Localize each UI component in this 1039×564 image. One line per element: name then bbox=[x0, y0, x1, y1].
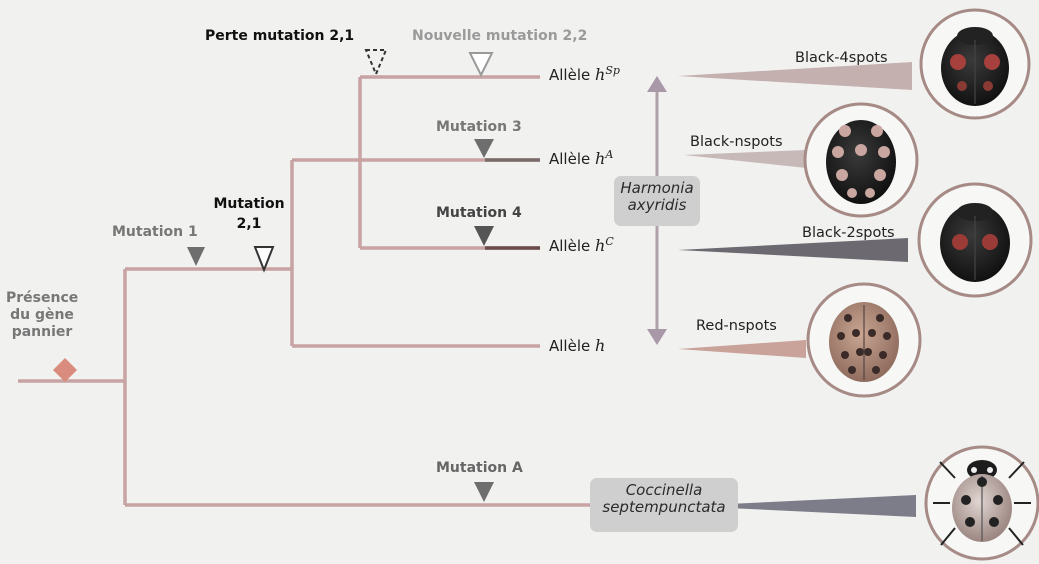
phenotype-black4-label: Black-4spots bbox=[795, 50, 888, 66]
loss-21-arrow bbox=[364, 49, 388, 77]
root-label: Présence du gène pannier bbox=[6, 290, 78, 340]
allele-prefix: Allèle bbox=[549, 237, 591, 255]
allele-symbol: h bbox=[595, 236, 606, 255]
wedge-black4 bbox=[678, 62, 912, 90]
ladybird-coccinella-image bbox=[924, 445, 1039, 561]
phenotype-redn-label: Red-nspots bbox=[696, 318, 777, 334]
mutation-1-label: Mutation 1 bbox=[112, 224, 198, 240]
mutation-4-label: Mutation 4 bbox=[436, 205, 522, 221]
allele-h-label: Allèle h bbox=[549, 336, 605, 355]
ladybird-black4-image bbox=[919, 8, 1031, 120]
mutation-21-label-line2: 2,1 bbox=[237, 216, 262, 232]
allele-superscript-sp: Sp bbox=[605, 64, 620, 77]
species-harmonia-line1: Harmonia bbox=[620, 179, 694, 197]
allele-superscript-a: A bbox=[605, 148, 614, 161]
mutation-a-arrow bbox=[474, 482, 494, 502]
mutation-3-label: Mutation 3 bbox=[436, 119, 522, 135]
new-22-label: Nouvelle mutation 2,2 bbox=[412, 28, 587, 44]
allele-symbol: h bbox=[595, 149, 606, 168]
new-22-arrow bbox=[468, 52, 494, 78]
phenotype-blackn-label: Black-nspots bbox=[690, 134, 783, 150]
species-coccinella-line2: septempunctata bbox=[602, 497, 726, 516]
ladybird-blackn-image bbox=[803, 102, 919, 218]
allele-hsp-label: Allèle hSp bbox=[549, 64, 620, 84]
root-label-line3: pannier bbox=[11, 323, 73, 340]
allele-symbol: h bbox=[595, 336, 606, 355]
wedge-blackn bbox=[684, 150, 806, 168]
mutation-4-arrow bbox=[474, 226, 494, 246]
wedge-coccinella bbox=[686, 495, 916, 517]
ladybird-black2-image bbox=[917, 182, 1033, 298]
allele-prefix: Allèle bbox=[549, 337, 591, 355]
species-coccinella-line1: Coccinella bbox=[625, 481, 703, 499]
species-coccinella-box: Coccinella septempunctata bbox=[590, 478, 738, 532]
allele-superscript-c: C bbox=[605, 235, 614, 248]
wedge-black2 bbox=[678, 238, 908, 262]
tree-branches bbox=[18, 75, 595, 507]
allele-prefix: Allèle bbox=[549, 66, 591, 84]
loss-21-label: Perte mutation 2,1 bbox=[205, 28, 354, 44]
wedge-redn bbox=[678, 340, 806, 358]
root-diamond-marker bbox=[53, 358, 77, 382]
allele-prefix: Allèle bbox=[549, 150, 591, 168]
species-harmonia-box: Harmonia axyridis bbox=[614, 176, 700, 226]
mutation-a-label: Mutation A bbox=[436, 460, 523, 476]
ladybird-redn-image bbox=[806, 282, 922, 398]
allele-hc-label: Allèle hC bbox=[549, 235, 614, 255]
mutation-21-arrow bbox=[253, 246, 275, 273]
mutation-21-label-line1: Mutation bbox=[213, 196, 284, 212]
allele-ha-label: Allèle hA bbox=[549, 148, 613, 168]
species-harmonia-line2: axyridis bbox=[627, 195, 687, 214]
mutation-3-arrow bbox=[474, 139, 494, 158]
mutation-1-arrow bbox=[187, 247, 205, 266]
phenotype-black2-label: Black-2spots bbox=[802, 225, 895, 241]
root-label-line1: Présence bbox=[6, 290, 79, 306]
allele-symbol: h bbox=[595, 65, 606, 84]
root-label-line2: du gène bbox=[10, 306, 74, 323]
